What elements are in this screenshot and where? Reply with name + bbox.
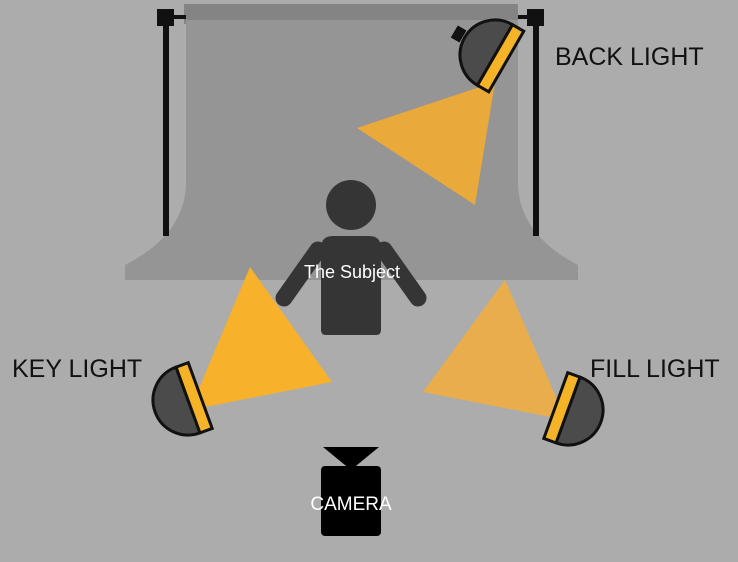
back-light-housing: [458, 18, 515, 88]
backdrop-bar: [184, 4, 518, 24]
key-light-band: [174, 360, 215, 435]
left-stand-clamp: [157, 9, 174, 26]
camera: CAMERA: [310, 447, 392, 536]
subject-left-arm: [275, 241, 327, 307]
camera-body: [321, 466, 381, 536]
subject-figure: The Subject: [275, 180, 427, 335]
key-light-beam: [190, 267, 332, 410]
key-light-label: KEY LIGHT: [12, 355, 142, 383]
backdrop: [125, 4, 578, 280]
subject-right-arm: [375, 241, 427, 307]
subject-label: The Subject: [304, 262, 400, 282]
subject-head: [326, 180, 376, 230]
back-light-mount-icon: [450, 25, 467, 43]
fill-light-lamp: [541, 370, 605, 447]
back-light-label: BACK LIGHT: [555, 43, 704, 71]
left-stand-pole: [163, 14, 169, 236]
right-stand-clamp: [527, 9, 544, 26]
camera-lens-icon: [323, 447, 379, 470]
back-light-lamp: [450, 18, 526, 94]
left-backdrop-stand: [157, 9, 186, 236]
back-light-band: [475, 22, 526, 94]
left-stand-arm: [174, 15, 186, 19]
subject-torso: [321, 236, 381, 335]
backdrop-paper: [125, 20, 578, 280]
fill-light-label: FILL LIGHT: [590, 355, 720, 383]
fill-light-band: [541, 370, 582, 445]
fill-light-beam: [423, 280, 566, 420]
back-light-beam: [357, 82, 495, 205]
camera-label: CAMERA: [310, 494, 392, 515]
right-stand-pole: [533, 14, 539, 236]
right-backdrop-stand: [518, 9, 544, 236]
key-light-housing: [151, 365, 202, 437]
right-stand-arm: [518, 15, 527, 19]
key-light-lamp: [151, 360, 215, 437]
fill-light-housing: [554, 375, 605, 447]
